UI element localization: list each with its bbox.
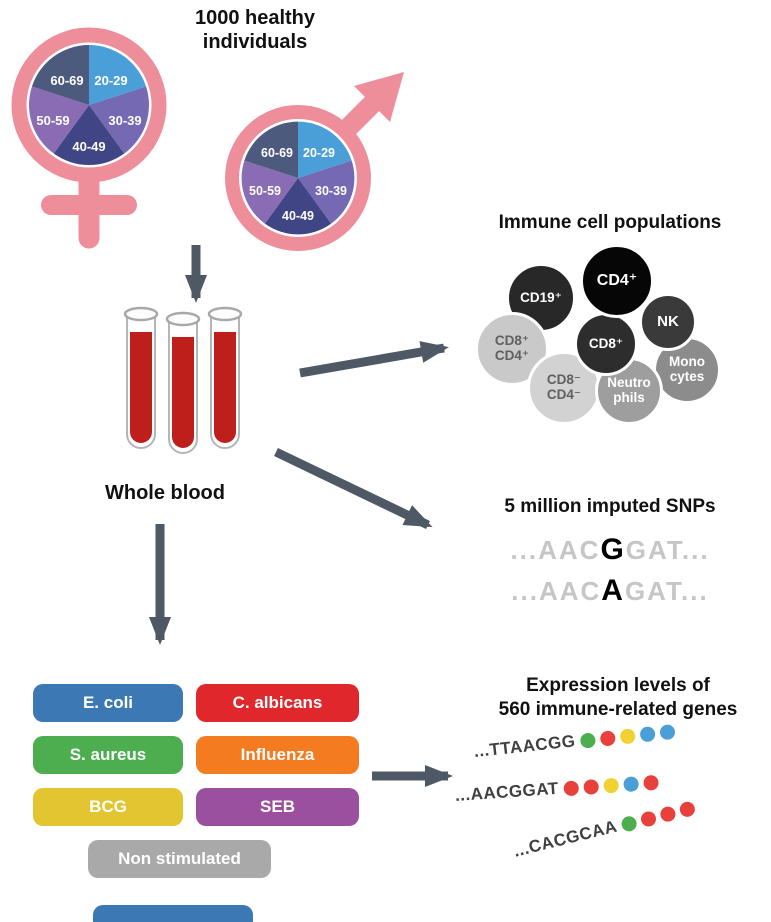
stimulus-e-coli-label: E. coli (82, 693, 134, 712)
stimulus-e-coli: E. coli (33, 684, 183, 722)
blood-tubes (123, 306, 243, 454)
tube-rim (123, 306, 159, 322)
expression-dot (658, 804, 677, 823)
expression-dot (563, 779, 580, 796)
snp-variant-allele: A (601, 573, 625, 607)
stimulus-seb-label: SEB (260, 797, 295, 816)
expression-dot (622, 775, 639, 792)
cell-monocytes-label: Mono cytes (669, 354, 705, 384)
snp-title: 5 million imputed SNPs (504, 496, 716, 517)
pie-label-30-39: 30-39 (315, 184, 347, 198)
male-symbol: 20-29 30-39 40-49 50-59 60-69 (225, 72, 404, 251)
snp-sequence-line: ...AACAGAT... (445, 571, 771, 612)
stimulus-non-stimulated-label: Non stimulated (118, 849, 241, 868)
figure-title-line1: 1000 healthy (194, 7, 316, 29)
expression-title: Expression levels of 560 immune-related … (463, 674, 771, 722)
pie-label-40-49: 40-49 (282, 209, 314, 223)
pie-label-50-59: 50-59 (249, 184, 281, 198)
pie-segment-60-69 (31, 45, 89, 105)
blood-tube (123, 306, 159, 449)
cell-cd8: CD8⁺ (574, 312, 638, 376)
pie-segment-30-39 (298, 160, 355, 224)
expression-dot (659, 723, 676, 740)
figure-title-line2: individuals (202, 31, 308, 53)
expression-dot (583, 778, 600, 795)
expression-dot (642, 774, 659, 791)
pie-segment-40-49 (53, 105, 125, 166)
pie-segment-50-59 (241, 160, 298, 224)
arrow-blood-to-snps (274, 447, 433, 530)
pie-label-20-29: 20-29 (303, 146, 335, 160)
snp-seq-post: GAT... (624, 575, 709, 606)
pie-segment-50-59 (29, 86, 89, 154)
stimulus-non-stimulated: Non stimulated (88, 840, 271, 878)
snp-seq-post: GAT... (625, 535, 710, 565)
pie-segment-20-29 (298, 121, 352, 178)
male-symbol-arrowhead (354, 72, 404, 122)
blood-liquid (214, 332, 236, 443)
figure-title: 1000 healthy individuals (150, 6, 360, 54)
pie-label-30-39: 30-39 (108, 113, 141, 128)
stimulus-influenza: Influenza (196, 736, 359, 774)
pie-label-60-69: 60-69 (261, 146, 293, 160)
cell-cd8-cd4-double-negative-label: CD8⁻ CD4⁻ (546, 372, 582, 402)
expression-dot (639, 809, 658, 828)
expression-dot (619, 727, 636, 745)
stimulus-bcg: BCG (33, 788, 183, 826)
stimulus-s-aureus-label: S. aureus (69, 745, 147, 764)
snp-sequences: ...AACGGAT... ...AACAGAT... (445, 530, 771, 611)
expression-title-line2: 560 immune-related genes (498, 698, 738, 720)
expression-dot (579, 731, 597, 749)
expression-dot (639, 725, 656, 743)
blood-liquid (130, 332, 152, 443)
blood-tube (207, 306, 243, 449)
pie-segment-60-69 (244, 121, 298, 178)
cell-cd8-label: CD8⁺ (588, 335, 624, 351)
female-symbol: 20-29 30-39 40-49 50-59 60-69 (11, 27, 167, 249)
cell-nk: NK (639, 293, 697, 351)
blood-tube (165, 311, 201, 454)
snp-seq-pre: ...AAC (511, 575, 602, 606)
cell-cd8-cd4-double-positive-label: CD8⁺ CD4⁺ (494, 333, 530, 363)
stimulus-bcg-label: BCG (89, 797, 127, 816)
snp-sequence-line: ...AACGGAT... (445, 530, 771, 571)
male-age-pie (241, 121, 355, 235)
snp-seq-pre: ...AAC (510, 535, 601, 565)
expression-dot (599, 729, 616, 747)
immune-cells-title: Immune cell populations (498, 212, 722, 233)
arrow-blood-to-cells (299, 341, 449, 378)
cell-cd4-label: CD4⁺ (596, 272, 638, 290)
stimulus-c-albicans-label: C. albicans (232, 693, 323, 712)
expression-title-line1: Expression levels of (526, 675, 710, 696)
female-age-pie (29, 45, 149, 166)
cell-nk-label: NK (657, 312, 679, 330)
stimulus-c-albicans: C. albicans (196, 684, 359, 722)
tube-rim (165, 311, 201, 327)
whole-blood-label: Whole blood (105, 482, 225, 504)
stimulus-s-aureus: S. aureus (33, 736, 183, 774)
pie-label-20-29: 20-29 (94, 73, 127, 88)
blood-liquid (172, 337, 194, 448)
cell-neutrophils-label: Neutro phils (607, 375, 651, 405)
snp-variant-allele: G (600, 533, 626, 566)
pie-segment-40-49 (264, 178, 332, 235)
pie-segment-30-39 (89, 86, 149, 154)
expression-dot (619, 814, 639, 833)
expression-dot (602, 777, 619, 794)
pie-label-60-69: 60-69 (50, 73, 83, 88)
pie-segment-20-29 (89, 45, 147, 105)
cropped-stimulus-pill (93, 905, 253, 922)
stimulus-seb: SEB (196, 788, 359, 826)
pie-label-50-59: 50-59 (36, 113, 69, 128)
cell-cd4: CD4⁺ (580, 244, 654, 318)
stimulus-influenza-label: Influenza (240, 745, 315, 764)
cell-cd19-label: CD19⁺ (520, 289, 562, 305)
expression-dot (678, 799, 697, 818)
pie-label-40-49: 40-49 (72, 139, 105, 154)
tube-rim (207, 306, 243, 322)
